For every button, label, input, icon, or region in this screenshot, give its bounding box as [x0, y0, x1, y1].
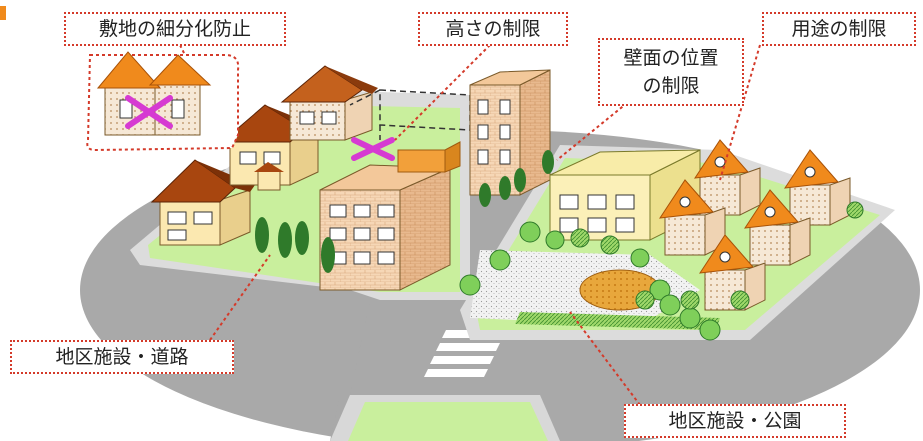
- house-middle-left: [220, 104, 322, 191]
- label-subdivision-prevention: 敷地の細分化防止: [64, 12, 286, 46]
- cross-mark-subdivision: [125, 95, 173, 129]
- label-wall-position-limit: 壁面の位置 の制限: [598, 38, 744, 106]
- house-back-left: [280, 65, 378, 141]
- label-wall-position-line2: の制限: [642, 75, 700, 97]
- trees: [255, 150, 864, 341]
- houses-right: [658, 139, 851, 311]
- label-height-limit: 高さの制限: [418, 12, 568, 46]
- bottom-lot: [330, 395, 560, 441]
- apartment-building: [319, 141, 461, 291]
- leader-lines: [179, 44, 761, 406]
- label-use-limit: 用途の制限: [762, 12, 916, 46]
- label-district-facility-park: 地区施設・公園: [624, 404, 846, 438]
- label-district-facility-road: 地区施設・道路: [10, 340, 234, 374]
- corner-mark: [0, 6, 6, 20]
- tower-building: [469, 69, 551, 196]
- label-wall-position-line1: 壁面の位置: [623, 47, 719, 69]
- house-front-left: [150, 159, 255, 246]
- cross-mark-height: [351, 137, 395, 161]
